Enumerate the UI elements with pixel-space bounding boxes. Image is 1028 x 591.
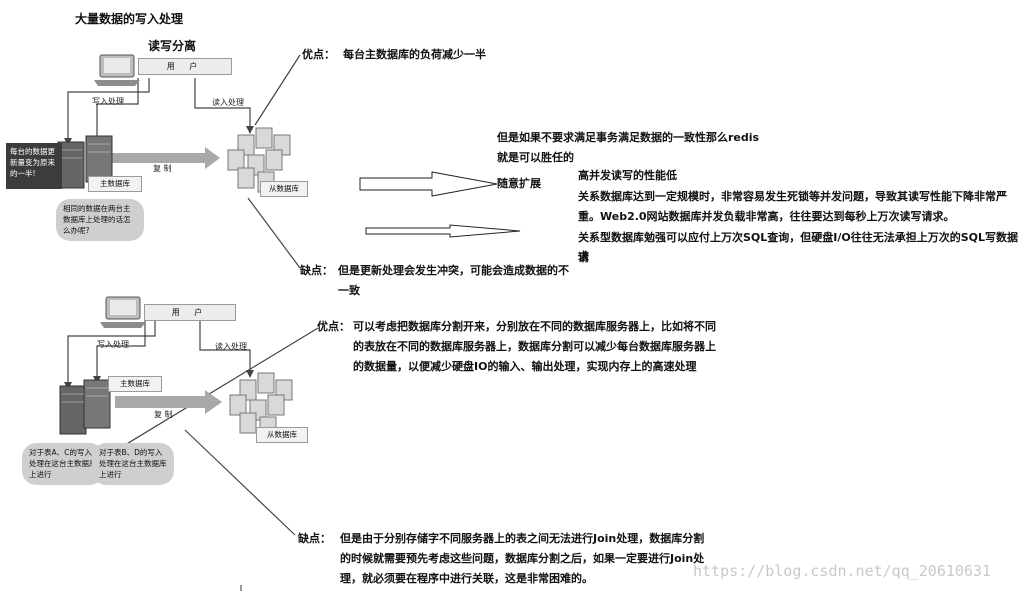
write-label-1: 写入处理 [92,97,124,106]
con-label-2: 缺点： [298,532,331,545]
con-text-1: 但是更新处理会发生冲突，可能会造成数据的不 [338,264,569,277]
write-arrow-1a [67,78,150,140]
section1-heading: 读写分离 [148,39,197,53]
watermark: https://blog.csdn.net/qq_20610631 [693,562,992,580]
read-arrow-1 [194,78,251,128]
con-label-1: 缺点： [300,264,333,277]
pc-icon-2 [100,296,146,328]
user-bar-2: 用 户 [144,304,236,321]
page-title: 大量数据的写入处理 [75,12,184,26]
write-label-2: 写入处理 [97,340,129,349]
redis-note-1: 但是如果不要求满足事务满足数据的一致性那么redis [497,131,760,144]
con-text-2a: 但是由于分别存储字不同服务器上的表之间无法进行Join处理，数据库分割 [340,532,705,545]
perf-note-5: 求 [578,250,589,263]
con-text-2c: 理，就必须要在程序中进行关联，这是非常困难的。 [340,572,593,585]
pro-label-1: 优点： [302,48,335,61]
read-label-1: 读入处理 [212,98,244,107]
con-text-1b: 一致 [338,284,360,297]
bubble-tables-ac: 对于表A、C的写入处理在这台主数据库上进行 [22,443,104,485]
user-bar-1: 用 户 [138,58,232,75]
conflict-bubble: 相同的数据在两台主数据库上处理的话怎么办呢? [56,199,144,241]
slave-cluster-1 [227,127,291,193]
write-arrow-2a [67,318,156,384]
redis-note-2: 就是可以胜任的 [497,151,574,164]
perf-note-1: 高并发读写的性能低 [578,169,677,182]
scale-note: 随意扩展 [497,177,541,190]
read-label-2: 读入处理 [215,342,247,351]
copy-label-2: 复 制 [154,410,173,419]
perf-note-2: 关系数据库达到一定规模时，非常容易发生死锁等并发问题，导致其读写性能下降非常严 [578,190,1007,203]
read-arrow-2 [199,318,251,372]
write-arrow-1b [96,78,139,140]
hollow-arrow-2 [365,224,521,238]
perf-note-3: 重。Web2.0网站数据库并发负载非常高，往往要达到每秒上万次读写请求。 [578,210,955,223]
pro-text-2c: 的数据量，以便减少硬盘IO的输入、输出处理，实现内存上的高速处理 [353,360,697,373]
pc-icon-1 [94,54,140,86]
slave-db-label-2: 从数据库 [256,427,308,443]
copy-label-1: 复 制 [153,164,172,173]
pro-text-2b: 的表放在不同的数据库服务器上，数据库分割可以减少每台数据库服务器上 [353,340,716,353]
slave-db-label-1: 从数据库 [260,181,308,197]
pro-text-1: 每台主数据库的负荷减少一半 [343,48,486,61]
perf-note-4: 关系型数据库勉强可以应付上万次SQL查询，但硬盘I/O往往无法承担上万次的SQL… [578,231,1019,264]
hollow-arrow-1 [359,171,498,197]
bubble-tables-bd: 对于表B、D的写入处理在这台主数据库上进行 [92,443,174,485]
pro-label-2: 优点： [317,320,350,333]
con-text-2b: 的时候就需要预先考虑这些问题，数据库分割之后，如果一定要进行Join处 [340,552,705,565]
write-arrow-2b [96,318,146,378]
pro-text-2a: 可以考虑把数据库分割开来，分别放在不同的数据库服务器上，比如将不同 [353,320,716,333]
master-db-label-1: 主数据库 [88,176,142,192]
copy-arrow-1 [112,147,220,169]
update-half-note: 每台的数据更新量变为原来的一半! [6,143,62,189]
master-server-2 [59,379,111,435]
copy-arrow-2 [115,390,222,414]
master-db-label-2: 主数据库 [108,376,162,392]
